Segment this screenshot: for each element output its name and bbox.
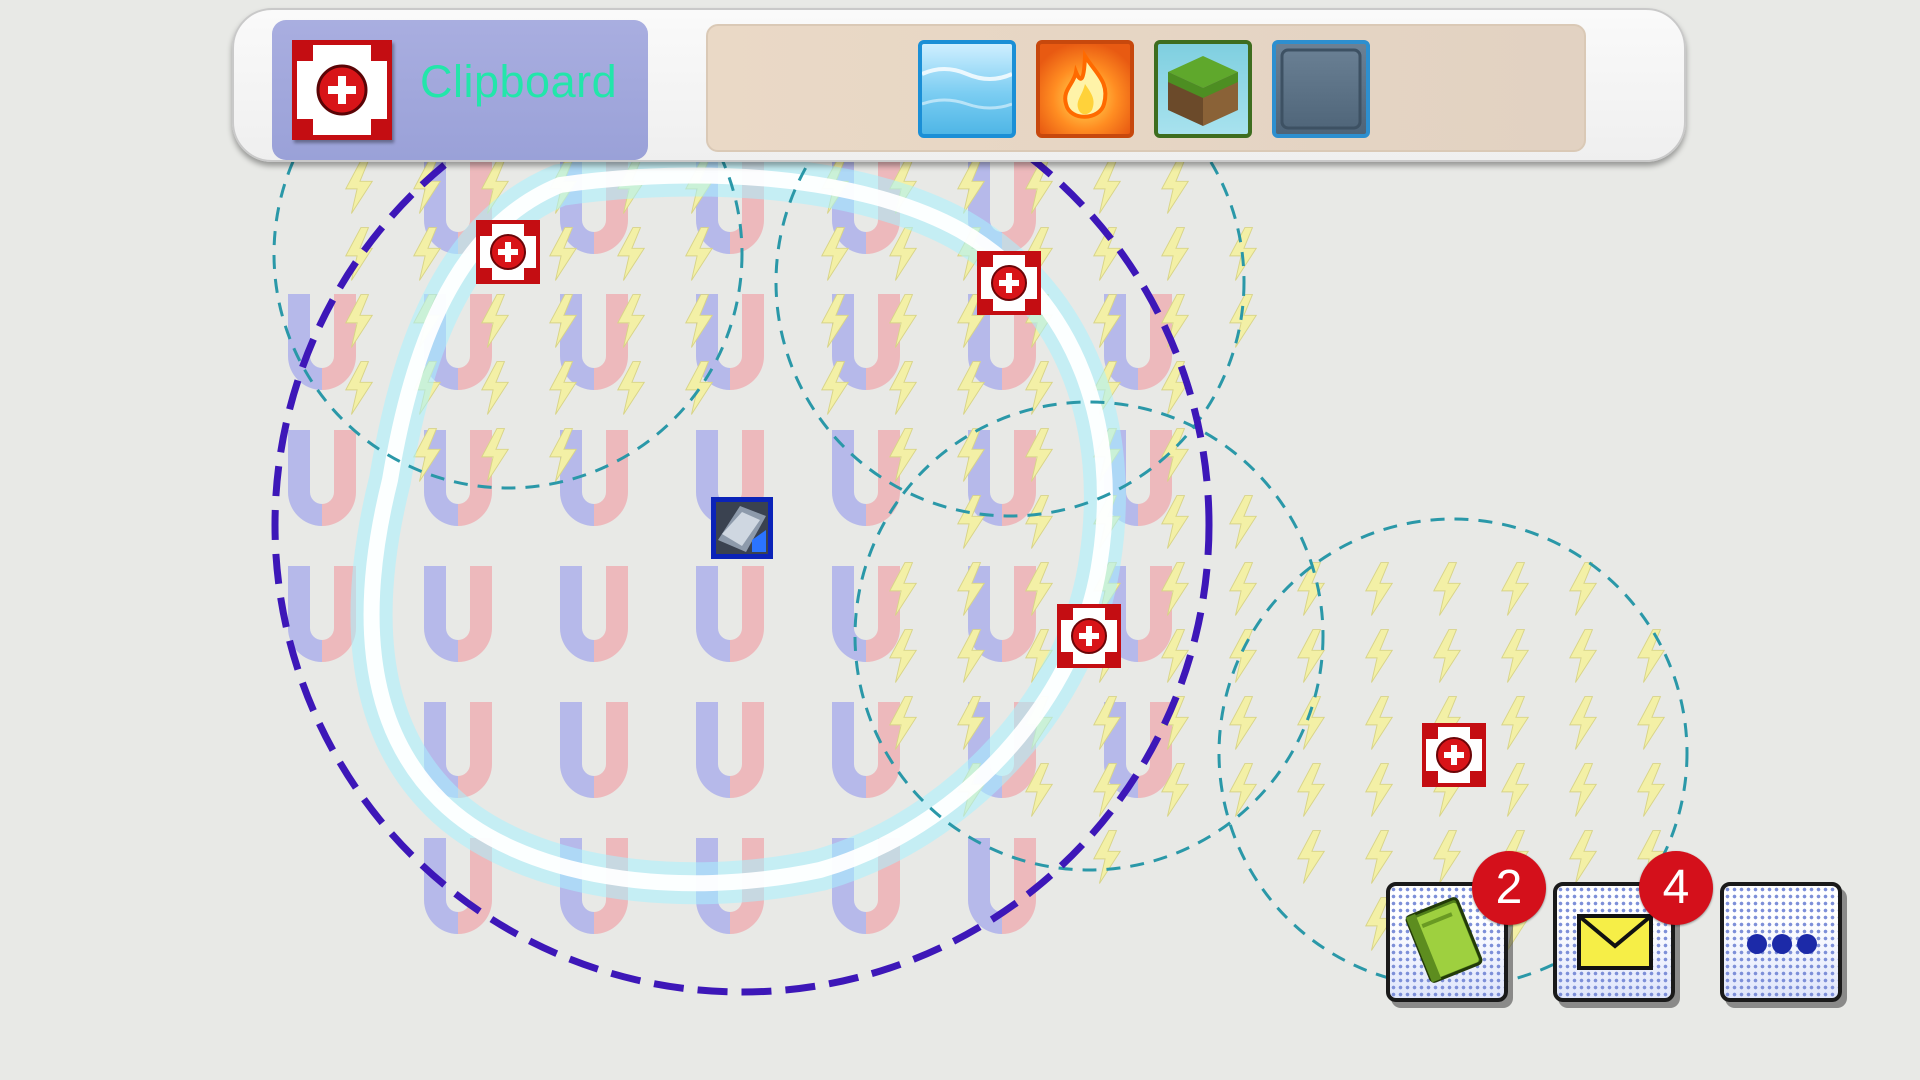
magnet-icon: [968, 430, 1036, 526]
first-aid-pickup[interactable]: [977, 251, 1041, 315]
lightning-icon: [1229, 495, 1257, 549]
magnet-icon: [696, 566, 764, 662]
fire-block-icon[interactable]: [1036, 40, 1134, 138]
lightning-icon: [1433, 629, 1461, 683]
block-tray: [706, 24, 1586, 152]
magnet-icon: [288, 430, 356, 526]
magnet-icon: [288, 566, 356, 662]
magnet-icon: [696, 702, 764, 798]
clipboard-panel[interactable]: Clipboard: [272, 20, 648, 160]
lightning-icon: [1229, 629, 1257, 683]
lightning-icon: [1637, 629, 1665, 683]
top-toolbar: Clipboard: [232, 8, 1686, 162]
magnet-icon: [1104, 294, 1172, 390]
lightning-icon: [1501, 562, 1529, 616]
lightning-icon: [1297, 830, 1325, 884]
mail-button[interactable]: 4: [1553, 851, 1713, 1002]
mail-icon: [1577, 914, 1653, 970]
magnet-icon: [560, 702, 628, 798]
lightning-icon: [1637, 696, 1665, 750]
water-block-icon[interactable]: [918, 40, 1016, 138]
lightning-icon: [1365, 763, 1393, 817]
magnet-icon: [560, 430, 628, 526]
grass-block-icon[interactable]: [1154, 40, 1252, 138]
lightning-icon: [1569, 562, 1597, 616]
lightning-icon: [1229, 763, 1257, 817]
stone-block-icon[interactable]: [1272, 40, 1370, 138]
range-ring: [774, 46, 1246, 518]
lightning-icon: [1501, 763, 1529, 817]
first-aid-pickup[interactable]: [476, 220, 540, 284]
player-vehicle-icon[interactable]: [711, 497, 773, 559]
magnet-icon: [832, 566, 900, 662]
clipboard-label: Clipboard: [420, 56, 618, 107]
lightning-icon: [1501, 629, 1529, 683]
journal-badge: 2: [1472, 851, 1546, 925]
magnet-icon: [288, 294, 356, 390]
lightning-icon: [1229, 562, 1257, 616]
lightning-icon: [1093, 830, 1121, 884]
lightning-icon: [1433, 830, 1461, 884]
more-button[interactable]: [1720, 882, 1842, 1002]
magnet-icon: [1104, 702, 1172, 798]
first-aid-pickup[interactable]: [1422, 723, 1486, 787]
mail-badge: 4: [1639, 851, 1713, 925]
journal-button[interactable]: 2: [1386, 851, 1546, 1002]
lightning-icon: [1569, 629, 1597, 683]
lightning-icon: [1297, 696, 1325, 750]
magnet-icon: [560, 566, 628, 662]
magnet-icon: [832, 294, 900, 390]
lightning-icon: [1297, 763, 1325, 817]
lightning-icon: [1297, 629, 1325, 683]
magnet-icon: [424, 430, 492, 526]
range-ring: [272, 18, 744, 490]
magnet-icon: [968, 566, 1036, 662]
lightning-icon: [1569, 830, 1597, 884]
range-ring: [853, 400, 1325, 872]
first-aid-pickup[interactable]: [1057, 604, 1121, 668]
lightning-icon: [1093, 160, 1121, 214]
magnet-icon: [424, 566, 492, 662]
lightning-icon: [1365, 562, 1393, 616]
lightning-icon: [1433, 562, 1461, 616]
lightning-icon: [345, 160, 373, 214]
lightning-icon: [1637, 763, 1665, 817]
lightning-icon: [1365, 830, 1393, 884]
lightning-icon: [1569, 696, 1597, 750]
first-aid-icon: [292, 40, 392, 140]
lightning-icon: [1569, 763, 1597, 817]
magnet-icon: [832, 702, 900, 798]
lightning-icon: [1161, 160, 1189, 214]
lightning-icon: [1229, 294, 1257, 348]
lightning-icon: [1229, 696, 1257, 750]
lightning-icon: [1161, 227, 1189, 281]
lightning-icon: [1365, 629, 1393, 683]
lightning-icon: [1365, 696, 1393, 750]
journal-icon: [1405, 897, 1483, 983]
lightning-icon: [1501, 696, 1529, 750]
magnet-icon: [560, 294, 628, 390]
more-icon: [1747, 934, 1817, 954]
